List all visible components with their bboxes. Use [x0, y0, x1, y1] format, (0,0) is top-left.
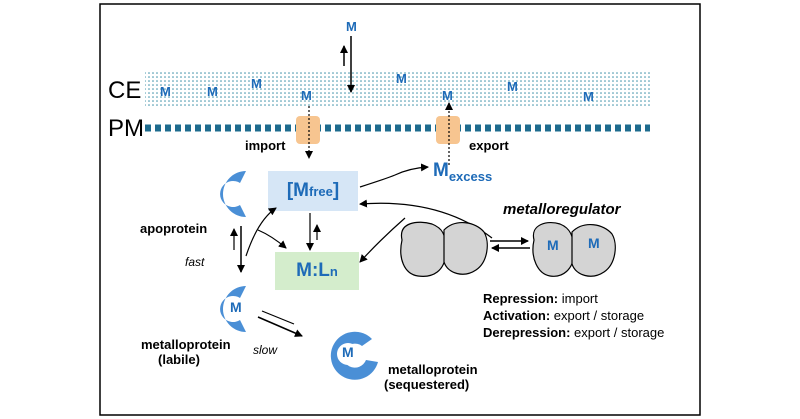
- regulator-metal-left: M: [547, 237, 559, 253]
- sequestered-to-labile-arrow: [261, 310, 295, 325]
- apoprotein-shape: [220, 171, 246, 217]
- regulator-metal-right: M: [588, 235, 600, 251]
- legend-activation-desc: export / storage: [550, 308, 645, 323]
- sequestered-metal-site: [337, 343, 359, 365]
- metal-ion-ce-3: M: [251, 76, 262, 91]
- legend-activation-term: Activation:: [483, 308, 551, 323]
- fast-label: fast: [185, 255, 205, 269]
- import-label: import: [245, 138, 286, 153]
- metalloregulator-label: metalloregulator: [503, 201, 621, 218]
- metalloprotein-labile-line2: (labile): [158, 352, 200, 367]
- legend-activation: Activation: export / storage: [483, 308, 644, 323]
- metalloprotein-labile-line1: metalloprotein: [141, 337, 231, 352]
- slow-label: slow: [253, 343, 278, 357]
- apo-regulator-left-subunit: [400, 221, 447, 277]
- m-excess-prefix: M: [433, 160, 449, 181]
- m-free-prefix: [M: [286, 180, 309, 201]
- apo-regulator-right-subunit: [443, 222, 488, 275]
- m-free-suffix: ]: [332, 180, 340, 201]
- metalloprotein-labile-shape: [220, 286, 246, 332]
- mfree-to-mexcess-arrow: [359, 163, 429, 188]
- legend-repression: Repression: import: [483, 291, 598, 306]
- apoprotein-label: apoprotein: [140, 221, 208, 236]
- legend-repression-desc: import: [558, 291, 598, 306]
- pm-label: PM: [108, 115, 144, 142]
- ce-label: CE: [108, 77, 142, 104]
- regulator-to-mln-arrow: [359, 217, 406, 263]
- metalloprotein-sequestered-shape: [330, 331, 378, 380]
- metal-ion-ce-2: M: [207, 84, 218, 99]
- import-transporter: [296, 116, 320, 144]
- sequestered-metal-m: M: [342, 344, 354, 360]
- holo-regulator-right-subunit: [571, 224, 616, 277]
- metalloprotein-sequestered-line1: metalloprotein: [388, 362, 478, 377]
- legend-derepression-term: Derepression:: [483, 325, 571, 340]
- cell-envelope-band: [145, 72, 650, 108]
- apoprotein-mfree-arrow: [245, 207, 277, 257]
- metal-ion-ce-8: M: [583, 89, 594, 104]
- metal-ion-ce-7: M: [507, 79, 518, 94]
- legend-repression-term: Repression:: [483, 291, 559, 306]
- metal-ion-ce-4: M: [301, 88, 312, 103]
- metal-ion-outside: M: [346, 19, 357, 34]
- legend-derepression: Derepression: export / storage: [483, 325, 664, 340]
- m-ln-prefix: M:L: [296, 260, 330, 281]
- m-ln-subscript: n: [329, 263, 338, 279]
- metalloprotein-sequestered-line2: (sequestered): [384, 377, 470, 392]
- m-ln-box: [275, 252, 359, 290]
- m-excess-subscript: excess: [448, 168, 493, 184]
- frame-border: [99, 3, 701, 416]
- metal-ion-ce-1: M: [160, 84, 171, 99]
- labile-metal-site: [225, 298, 247, 320]
- metal-ion-ce-5: M: [396, 71, 407, 86]
- labile-metal-m: M: [230, 299, 242, 315]
- legend-derepression-desc: export / storage: [570, 325, 665, 340]
- m-free-box: [268, 171, 358, 211]
- m-free-subscript: free: [308, 183, 333, 199]
- m-excess-label: Mexcess: [433, 160, 492, 184]
- labile-to-sequestered-arrow: [257, 316, 303, 337]
- metal-ion-ce-6: M: [442, 88, 453, 103]
- export-transporter: [436, 116, 460, 144]
- export-label: export: [469, 138, 509, 153]
- apoprotein-mln-arrow: [257, 229, 287, 249]
